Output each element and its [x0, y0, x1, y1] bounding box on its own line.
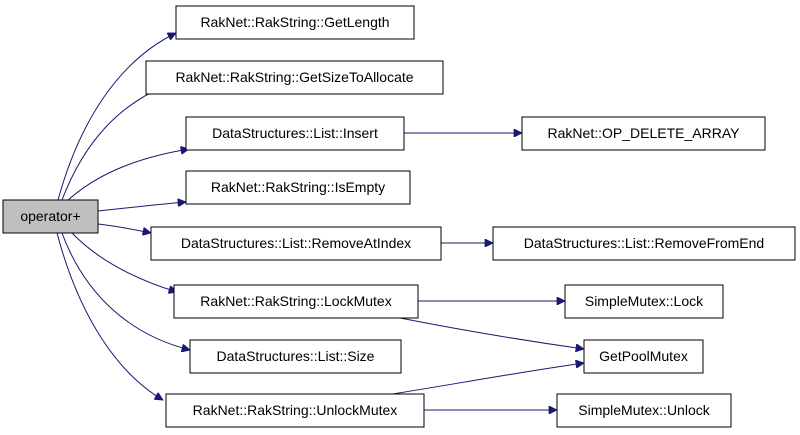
edge-root-removeat	[97, 223, 151, 233]
node-label: RakNet::OP_DELETE_ARRAY	[548, 125, 741, 141]
node-label: DataStructures::List::Insert	[212, 125, 378, 141]
edge-root-isempty	[97, 202, 186, 212]
node-getsizetoallocate[interactable]: RakNet::RakString::GetSizeToAllocate	[145, 60, 444, 95]
node-label: DataStructures::List::Size	[217, 348, 375, 364]
edge-root-insert	[65, 149, 189, 203]
node-simplemutex-lock[interactable]: SimpleMutex::Lock	[564, 284, 724, 319]
node-label: RakNet::RakString::UnlockMutex	[193, 402, 398, 418]
node-list-insert[interactable]: DataStructures::List::Insert	[185, 116, 405, 151]
node-list-removefromend[interactable]: DataStructures::List::RemoveFromEnd	[492, 226, 796, 261]
node-label: RakNet::RakString::LockMutex	[200, 293, 391, 309]
node-label: GetPoolMutex	[599, 348, 688, 364]
node-getlength[interactable]: RakNet::RakString::GetLength	[175, 5, 415, 40]
node-unlockmutex[interactable]: RakNet::RakString::UnlockMutex	[165, 393, 425, 428]
edge-root-getsize	[61, 86, 165, 201]
node-label: DataStructures::List::RemoveFromEnd	[524, 235, 764, 251]
edge-root-unlockmutex	[56, 232, 163, 400]
node-label: operator+	[20, 208, 80, 224]
node-list-removeatindex[interactable]: DataStructures::List::RemoveAtIndex	[150, 226, 442, 261]
node-label: RakNet::RakString::GetSizeToAllocate	[175, 69, 413, 85]
node-simplemutex-unlock[interactable]: SimpleMutex::Unlock	[556, 393, 732, 428]
node-isempty[interactable]: RakNet::RakString::IsEmpty	[185, 170, 411, 205]
edge-unlockmutex-getpoolmutex	[379, 363, 584, 397]
node-lockmutex[interactable]: RakNet::RakString::LockMutex	[173, 284, 419, 319]
edge-root-size	[61, 232, 190, 350]
node-label: SimpleMutex::Unlock	[578, 402, 710, 418]
node-operator-plus[interactable]: operator+	[2, 199, 99, 234]
edge-root-lockmutex	[71, 232, 177, 292]
edge-lockmutex-getpoolmutex	[389, 315, 584, 349]
edges	[56, 33, 584, 410]
node-getpoolmutex[interactable]: GetPoolMutex	[583, 339, 704, 374]
node-label: RakNet::RakString::IsEmpty	[211, 179, 385, 195]
node-label: SimpleMutex::Lock	[585, 293, 704, 309]
node-label: RakNet::RakString::GetLength	[200, 14, 389, 30]
node-list-size[interactable]: DataStructures::List::Size	[189, 339, 402, 374]
node-op-delete-array[interactable]: RakNet::OP_DELETE_ARRAY	[521, 116, 766, 151]
edge-root-getlength	[57, 33, 176, 201]
node-label: DataStructures::List::RemoveAtIndex	[181, 235, 411, 251]
